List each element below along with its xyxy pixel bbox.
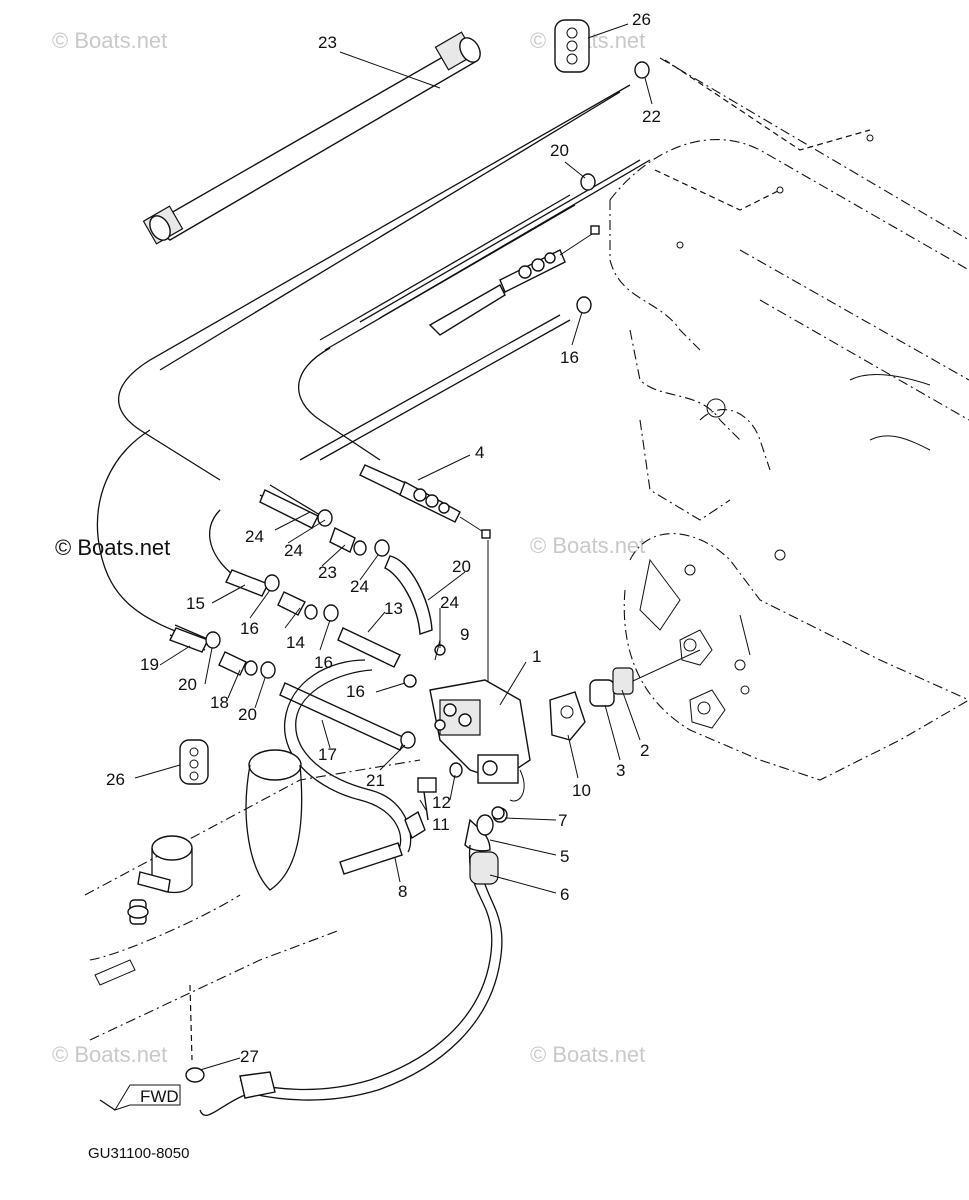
watermark: © Boats.net xyxy=(52,1042,167,1067)
callout-5: 5 xyxy=(560,847,569,866)
callout-7: 7 xyxy=(558,811,567,830)
watermark: © Boats.net xyxy=(530,1042,645,1067)
callout-24-mid: 24 xyxy=(284,541,303,560)
callout-17: 17 xyxy=(318,745,337,764)
callout-16: 16 xyxy=(560,348,579,367)
callout-1: 1 xyxy=(532,647,541,666)
watermark-dark: © Boats.net xyxy=(55,535,170,560)
callout-6: 6 xyxy=(560,885,569,904)
callout-16-right: 16 xyxy=(314,653,333,672)
callout-10: 10 xyxy=(572,781,591,800)
callout-20: 20 xyxy=(550,141,569,160)
callout-18: 18 xyxy=(210,693,229,712)
callout-25: 23 xyxy=(318,33,337,52)
hose-routing xyxy=(96,84,651,651)
callout-24-right: 24 xyxy=(350,577,369,596)
clip-26 xyxy=(179,19,590,785)
callout-11: 11 xyxy=(432,815,450,834)
callout-4: 4 xyxy=(475,443,484,462)
callout-24-lower: 24 xyxy=(440,593,459,612)
callout-26-lower: 26 xyxy=(106,770,125,789)
callout-15: 15 xyxy=(186,594,205,613)
fuel-pump xyxy=(199,649,701,1116)
fwd-label: FWD xyxy=(140,1087,179,1106)
callout-8: 8 xyxy=(398,882,407,901)
engine-block xyxy=(609,57,969,781)
callout-26: 26 xyxy=(632,10,651,29)
clamps xyxy=(403,61,650,820)
callout-2: 2 xyxy=(640,741,649,760)
callout-23: 24 xyxy=(245,527,264,546)
throttle-cable xyxy=(359,225,600,770)
callouts: 23 26 22 20 16 4 1 2 3 10 7 5 6 8 9 12 1… xyxy=(106,10,661,1066)
callout-27: 27 xyxy=(240,1047,259,1066)
watermark: © Boats.net xyxy=(52,28,167,53)
cable-25 xyxy=(142,31,481,245)
callout-20-left: 20 xyxy=(178,675,197,694)
callout-14: 14 xyxy=(286,633,305,652)
callout-24: 22 xyxy=(642,107,661,126)
oil-tank: FWD xyxy=(84,749,421,1111)
watermark: © Boats.net xyxy=(530,533,645,558)
fuel-fittings xyxy=(169,489,433,875)
leader-lines xyxy=(134,23,653,1071)
drawing-code: GU31100-8050 xyxy=(88,1145,189,1162)
callout-12: 12 xyxy=(432,793,451,812)
callout-16-mid: 16 xyxy=(240,619,259,638)
callout-13: 13 xyxy=(384,599,403,618)
callout-21: 20 xyxy=(452,557,471,576)
callout-3: 3 xyxy=(616,761,625,780)
callout-9: 9 xyxy=(460,625,469,644)
callout-19: 19 xyxy=(140,655,159,674)
callout-20-lower: 21 xyxy=(366,771,385,790)
callout-16-lower: 16 xyxy=(346,682,365,701)
callout-22: 23 xyxy=(318,563,337,582)
callout-20-mid: 20 xyxy=(238,705,257,724)
